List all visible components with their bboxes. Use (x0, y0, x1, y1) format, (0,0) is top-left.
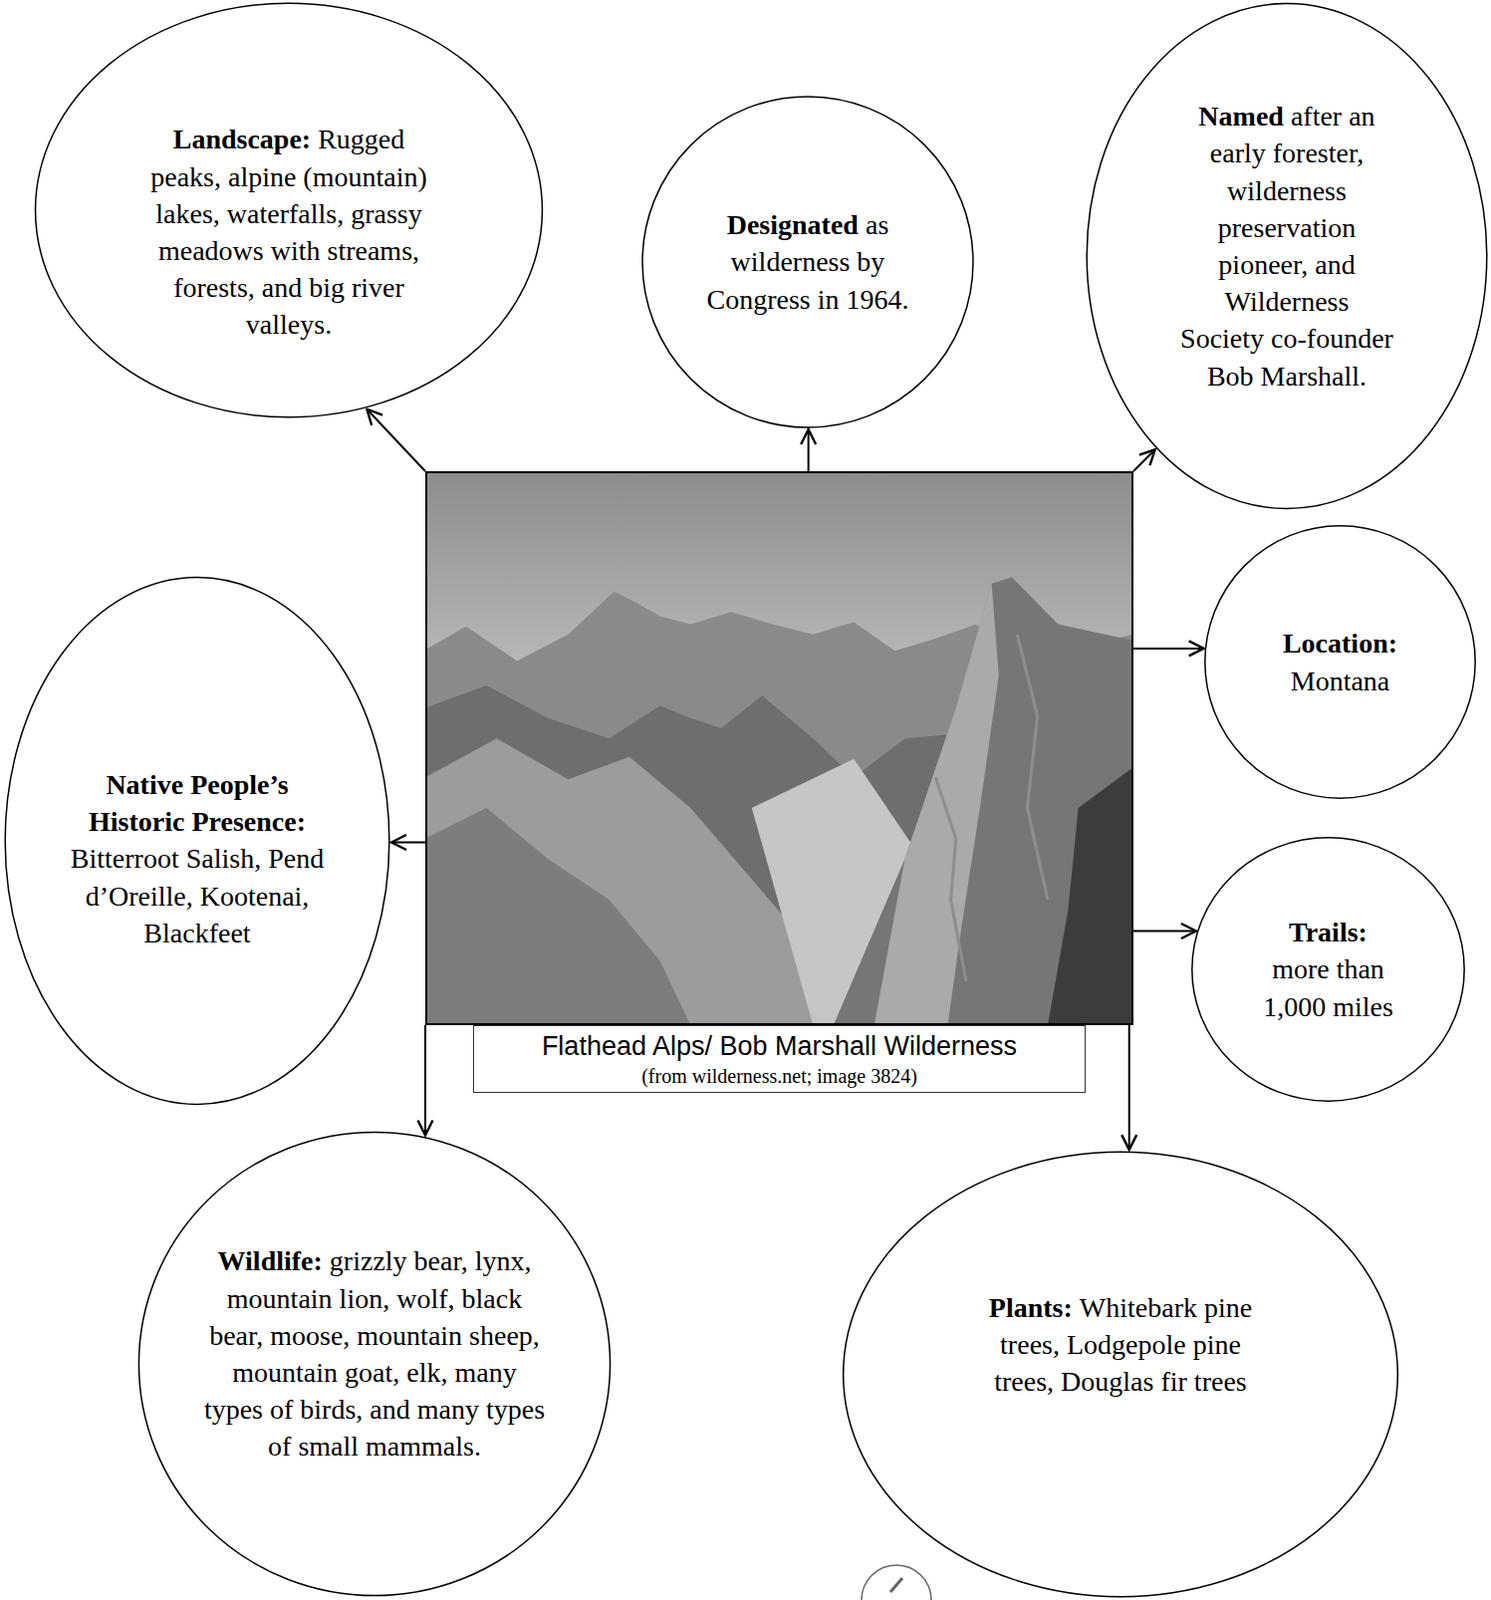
circle-text: Designatedas wilderness by Congress in 1… (703, 206, 913, 318)
ridge-face (874, 583, 999, 1025)
info-circle: Landscape:Rugged peaks, alpine (mountain… (33, 1, 544, 419)
arrow-connector (1133, 647, 1205, 650)
right-ridge (833, 576, 1134, 1025)
circle-outline (1205, 525, 1476, 798)
arrow-connector (391, 841, 426, 844)
circle-text: Wildlife:grizzly bear, lynx, mountain li… (200, 1242, 549, 1465)
circle-outline (843, 1151, 1399, 1596)
body-text: grizzly bear, lynx, mountain lion, wolf,… (204, 1244, 545, 1462)
body-text: Montana (1241, 662, 1441, 700)
arrow-connector (1128, 1024, 1131, 1150)
circle-outline (1086, 3, 1488, 509)
heading-text: Plants: (989, 1291, 1073, 1323)
circle-outline (1204, 524, 1477, 799)
circle-text: Location:Montana (1241, 624, 1441, 699)
arrow-connector (1133, 449, 1156, 472)
body-text: more than 1,000 miles (1239, 950, 1419, 1024)
heading-text: Location: (1241, 624, 1441, 662)
heading-text: Trails: (1239, 913, 1419, 951)
heading-text: Landscape: (173, 123, 311, 155)
arrow-connector (424, 1024, 427, 1135)
icon-pencil (890, 1577, 903, 1592)
body-text: Rugged peaks, alpine (mountain) lakes, w… (150, 123, 428, 340)
photo-frame: Flathead Alps/ Bob Marshall Wilderness(f… (425, 471, 1134, 1025)
arrow-connector (807, 429, 810, 472)
tree-line (1047, 766, 1134, 1025)
rock-texture (1016, 634, 1048, 900)
circle-outline (138, 1131, 610, 1595)
body-text: Bitterroot Salish, Pend d’Oreille, Koote… (70, 839, 325, 952)
info-circle: Native People’s Historic Presence:Bitter… (3, 575, 391, 1106)
left-shadow (425, 807, 691, 1025)
circle-outline (1192, 837, 1465, 1101)
info-circle: Namedafter an early forester, wilderness… (1085, 1, 1489, 510)
circle-text: Trails:more than 1,000 miles (1239, 913, 1419, 1025)
body-text: after an early forester, wilderness pres… (1180, 100, 1394, 392)
circle-outline (3, 575, 391, 1106)
arrow-connector (1133, 929, 1197, 932)
circle-outline (4, 577, 390, 1105)
icon-circle (861, 1564, 932, 1600)
circle-outline (35, 2, 543, 417)
circle-text: Namedafter an early forester, wilderness… (1180, 97, 1395, 395)
heading-text: Designated (727, 209, 859, 241)
info-circle: Trails:more than 1,000 miles (1191, 836, 1466, 1102)
arrow-connector (366, 409, 426, 472)
caption-source: (from wilderness.net; image 3824) (484, 1063, 1075, 1088)
heading-text: Native People’s Historic Presence: (70, 765, 325, 840)
info-circle: Wildlife:grizzly bear, lynx, mountain li… (137, 1130, 612, 1597)
circle-text: Plants:Whitebark pine trees, Lodgepole p… (971, 1288, 1270, 1401)
mountain-photo (425, 471, 1134, 1025)
info-circle: Plants:Whitebark pine trees, Lodgepole p… (841, 1150, 1400, 1598)
page-icon (856, 1561, 937, 1600)
circle-text: Native People’s Historic Presence:Bitter… (70, 765, 325, 952)
heading-text: Wildlife: (218, 1244, 323, 1276)
info-circle: Location:Montana (1204, 524, 1477, 799)
info-circle: Designatedas wilderness by Congress in 1… (641, 95, 975, 429)
caption-box: Flathead Alps/ Bob Marshall Wilderness(f… (473, 1024, 1086, 1093)
rock-texture (935, 776, 967, 982)
circle-text: Landscape:Rugged peaks, alpine (mountain… (139, 120, 439, 343)
circle-outline (642, 96, 974, 428)
caption-title: Flathead Alps/ Bob Marshall Wilderness (484, 1029, 1075, 1064)
heading-text: Named (1198, 100, 1284, 132)
